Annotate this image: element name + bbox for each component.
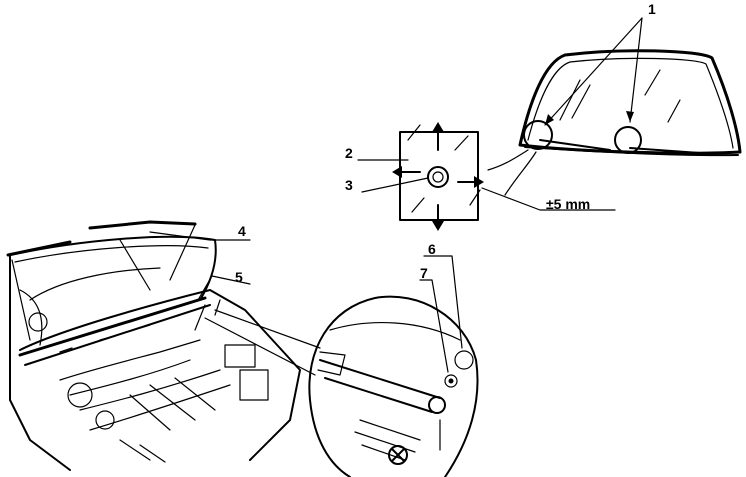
callout-1: 1 <box>648 1 656 17</box>
callout-2: 2 <box>345 145 353 161</box>
callout-5: 5 <box>235 269 243 285</box>
adjust-arrow-down-icon <box>432 204 444 231</box>
callout-3: 3 <box>345 177 353 193</box>
callout-4: 4 <box>238 223 246 239</box>
adjust-arrow-left-icon <box>392 166 421 178</box>
nozzle-jet-target <box>427 166 449 188</box>
adjust-arrow-right-icon <box>457 176 484 188</box>
dimension-label: ±5 mm <box>546 196 590 212</box>
nozzle-position-right <box>614 126 642 154</box>
nozzle-aim-detail <box>357 122 616 231</box>
callout-6: 6 <box>428 241 436 257</box>
callout-7: 7 <box>420 265 428 281</box>
windshield <box>487 17 742 196</box>
nozzle-position-left <box>523 120 553 150</box>
adjust-arrow-up-icon <box>432 122 444 151</box>
washer-nozzle-icon <box>454 350 474 370</box>
nozzle-removal-zoom <box>308 255 479 477</box>
engine-bay-illustration <box>6 220 321 471</box>
